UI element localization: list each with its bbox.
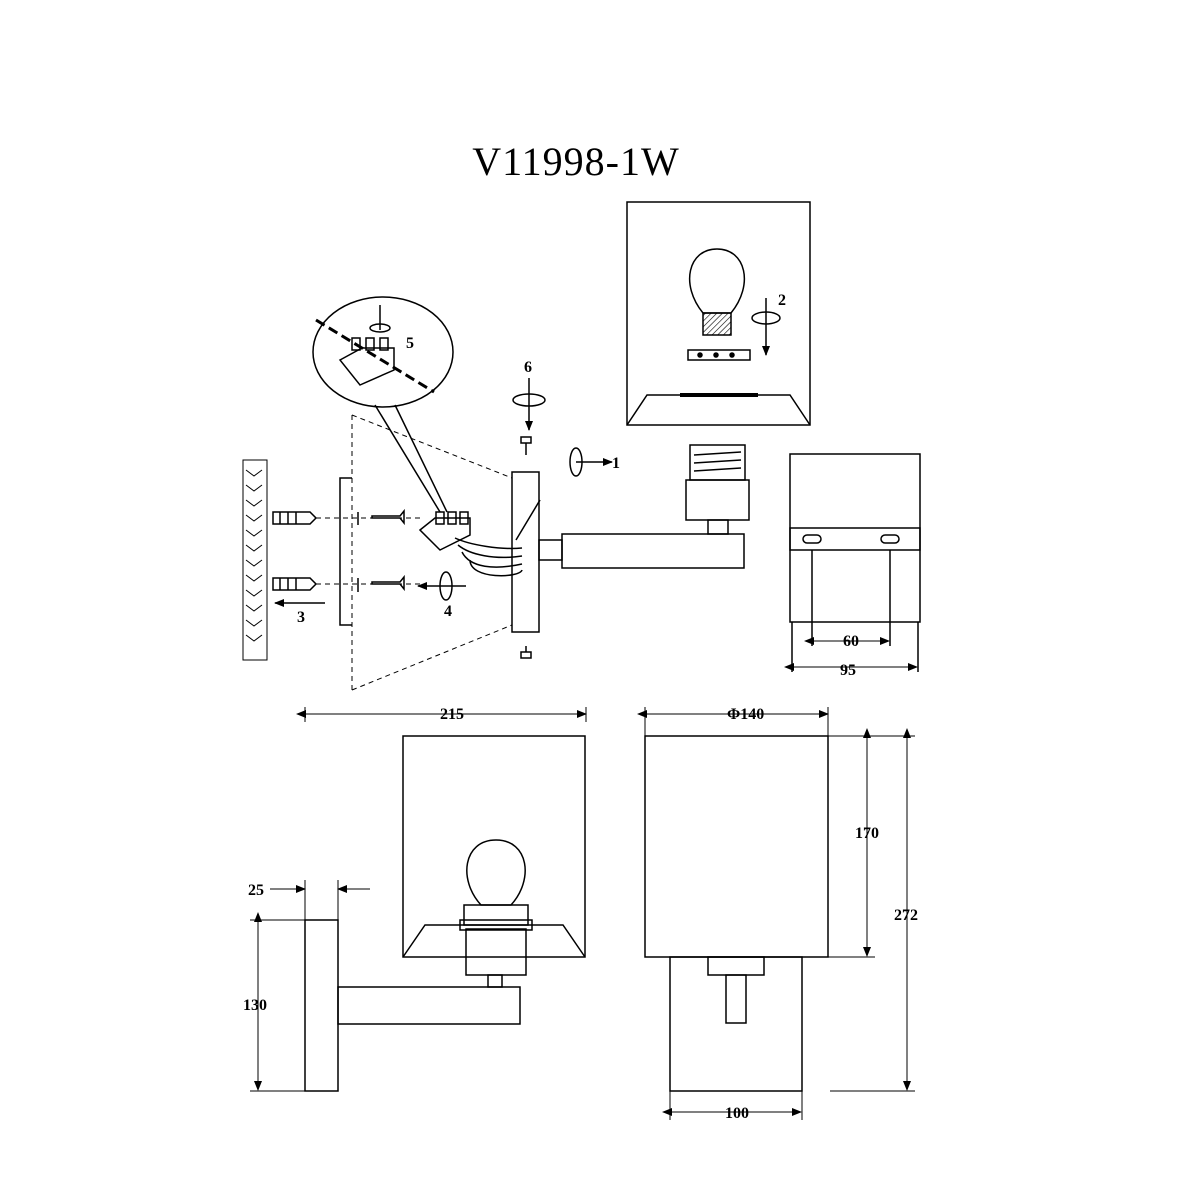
front-view (644, 735, 829, 1092)
mounting-bracket (339, 477, 359, 626)
projection-lines (316, 414, 513, 691)
dim-label-130: 130 (243, 997, 267, 1014)
step-6-arrow (512, 378, 546, 431)
step-label-4: 4 (444, 603, 452, 620)
step-label-3: 3 (297, 609, 305, 626)
drawing-title: V11998-1W (472, 139, 680, 184)
terminal-block (418, 511, 471, 551)
shade-exploded (626, 201, 811, 426)
dim-label-170: 170 (855, 825, 879, 842)
screw-lower (371, 574, 405, 592)
dim-label-60: 60 (843, 633, 859, 650)
step-label-5: 5 (406, 335, 414, 352)
screw-upper (371, 508, 405, 526)
dim-label-272: 272 (894, 907, 918, 924)
dim-label-25: 25 (248, 882, 264, 899)
detail-callout (312, 296, 454, 513)
top-screw (520, 436, 532, 455)
wall-texture (242, 459, 268, 661)
step-4-arrow (417, 571, 466, 601)
dim-label-215: 215 (440, 706, 464, 723)
bulb-exploded (687, 248, 751, 361)
wall-plug-upper (272, 511, 318, 525)
step-label-1: 1 (612, 455, 620, 472)
arm-exploded (454, 471, 745, 633)
dim-label-95: 95 (840, 662, 856, 679)
wall-plug-lower (272, 577, 318, 591)
step-2-arrow (751, 298, 781, 356)
step-1-arrow (569, 447, 613, 477)
side-view (304, 735, 586, 1092)
socket-exploded (685, 444, 750, 535)
bottom-screw (520, 646, 532, 659)
dim-label-100: 100 (725, 1105, 749, 1122)
step-label-6: 6 (524, 359, 532, 376)
step-label-2: 2 (778, 292, 786, 309)
dim-label-140: Φ140 (727, 706, 764, 723)
